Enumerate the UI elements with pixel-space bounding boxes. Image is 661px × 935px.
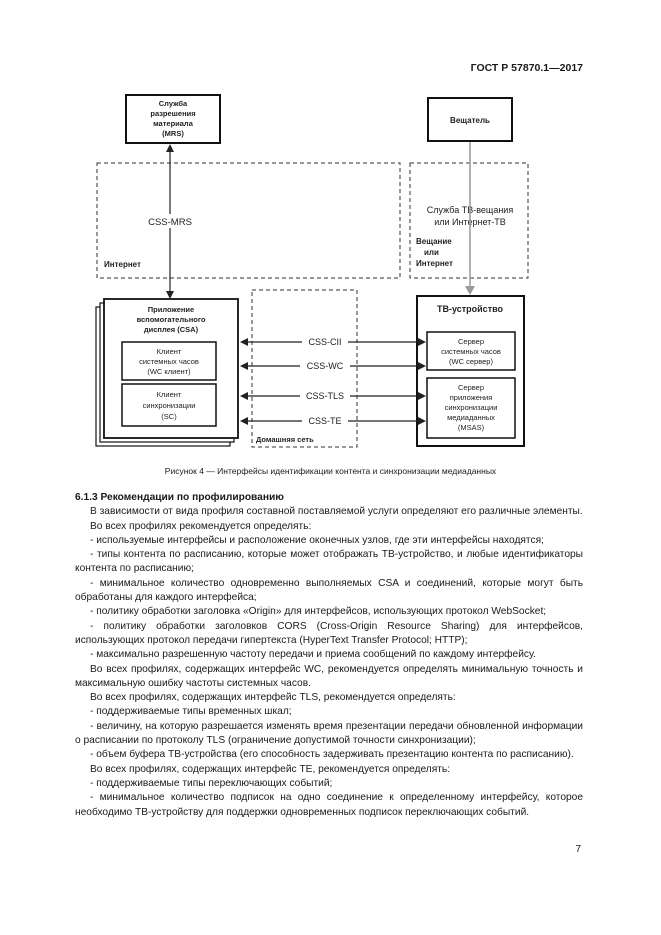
sc-client-box: [121, 383, 217, 427]
standard-id: ГОСТ Р 57870.1—2017: [470, 62, 583, 74]
internet-region: [96, 162, 401, 279]
section-number: 6.1.3: [75, 492, 98, 503]
paragraph: Во всех профилях, содержащих интерфейс W…: [75, 663, 583, 689]
figure-4-diagram: Интернет Служба ТВ-вещания или Интернет-…: [95, 94, 529, 448]
svg-text:синхронизации: синхронизации: [445, 403, 498, 412]
svg-text:(WC сервер): (WC сервер): [449, 357, 493, 366]
paragraph: Во всех профилях, содержащих интерфейс T…: [90, 692, 456, 704]
list-item: - объем буфера ТВ-устройства (его способ…: [90, 749, 574, 761]
section-title: Рекомендации по профилированию: [100, 492, 284, 503]
list-item: - минимальное количество одновременно вы…: [75, 577, 583, 604]
css-wc-connector: CSS-WC: [240, 359, 426, 372]
svg-text:приложения: приложения: [450, 393, 493, 402]
list-item: - поддерживаемые типы переключающих собы…: [90, 777, 333, 789]
list-item: - максимально разрешенную частоту переда…: [90, 649, 536, 661]
css-tls-connector: CSS-TLS: [240, 389, 426, 402]
section-heading: 6.1.3 Рекомендации по профилированию: [75, 491, 583, 505]
svg-text:системных часов: системных часов: [441, 347, 501, 356]
css-mrs-label: CSS-MRS: [148, 217, 192, 228]
svg-text:Сервер: Сервер: [458, 337, 484, 346]
list-item: - минимальное количество подписок на одн…: [75, 792, 583, 818]
internet-label: Интернет: [104, 260, 141, 269]
svg-text:CSS-CII: CSS-CII: [308, 337, 341, 347]
broadcast-or-internet-1: Вещание: [416, 237, 452, 246]
msas-server-box: [426, 377, 516, 439]
svg-text:(MSAS): (MSAS): [458, 423, 485, 432]
section-body: 6.1.3 Рекомендации по профилированию В з…: [75, 491, 583, 820]
svg-text:(WC клиент): (WC клиент): [147, 367, 191, 376]
broadcast-or-internet-3: Интернет: [416, 259, 453, 268]
list-item: - используемые интерфейсы и расположение…: [90, 534, 544, 546]
figure-caption: Рисунок 4 — Интерфейсы идентификации кон…: [164, 466, 497, 476]
home-network-label: Домашняя сеть: [256, 435, 314, 444]
wc-server-box: [426, 331, 516, 371]
svg-text:материала: материала: [153, 119, 194, 128]
broadcaster-box: [427, 97, 513, 142]
svg-text:Клиент: Клиент: [157, 347, 182, 356]
tv-service-region: [409, 162, 529, 279]
home-network-region: [251, 289, 358, 448]
svg-text:Клиент: Клиент: [157, 390, 182, 399]
css-te-connector: CSS-TE: [240, 414, 426, 427]
svg-text:дисплея (CSA): дисплея (CSA): [144, 325, 199, 334]
mrs-box: [125, 94, 221, 144]
page-number: 7: [575, 844, 581, 855]
svg-text:Служба: Служба: [159, 99, 188, 108]
svg-text:вспомогательного: вспомогательного: [137, 315, 206, 324]
broadcast-or-internet-2: или: [424, 248, 439, 257]
svg-text:Сервер: Сервер: [458, 383, 484, 392]
paragraph: Во всех профилях рекомендуется определят…: [90, 520, 312, 532]
svg-text:CSS-WC: CSS-WC: [307, 361, 344, 371]
css-cii-connector: CSS-CII: [240, 335, 426, 348]
list-item: - типы контента по расписанию, которые м…: [75, 549, 583, 575]
broadcaster-label: Вещатель: [450, 116, 490, 125]
svg-text:CSS-TLS: CSS-TLS: [306, 391, 344, 401]
svg-text:синхронизации: синхронизации: [143, 401, 196, 410]
svg-text:разрешения: разрешения: [150, 109, 195, 118]
wc-client-box: [121, 341, 217, 381]
paragraph: Во всех профилях, содержащих интерфейс T…: [90, 763, 451, 775]
svg-text:CSS-TE: CSS-TE: [308, 416, 341, 426]
list-item: - величину, на которую разрешается измен…: [75, 720, 583, 747]
list-item: - поддерживаемые типы временных шкал;: [90, 706, 292, 718]
svg-text:системных часов: системных часов: [139, 357, 199, 366]
svg-text:(SC): (SC): [161, 412, 177, 421]
svg-text:Приложение: Приложение: [148, 305, 194, 314]
paragraph: В зависимости от вида профиля составной …: [90, 506, 583, 518]
list-item: - политику обработки заголовка «Origin» …: [90, 606, 547, 618]
svg-text:(MRS): (MRS): [162, 129, 184, 138]
tv-device-title: ТВ-устройство: [437, 304, 504, 314]
list-item: - политику обработки заголовков CORS (Cr…: [75, 620, 583, 646]
svg-text:медиаданных: медиаданных: [447, 413, 495, 422]
